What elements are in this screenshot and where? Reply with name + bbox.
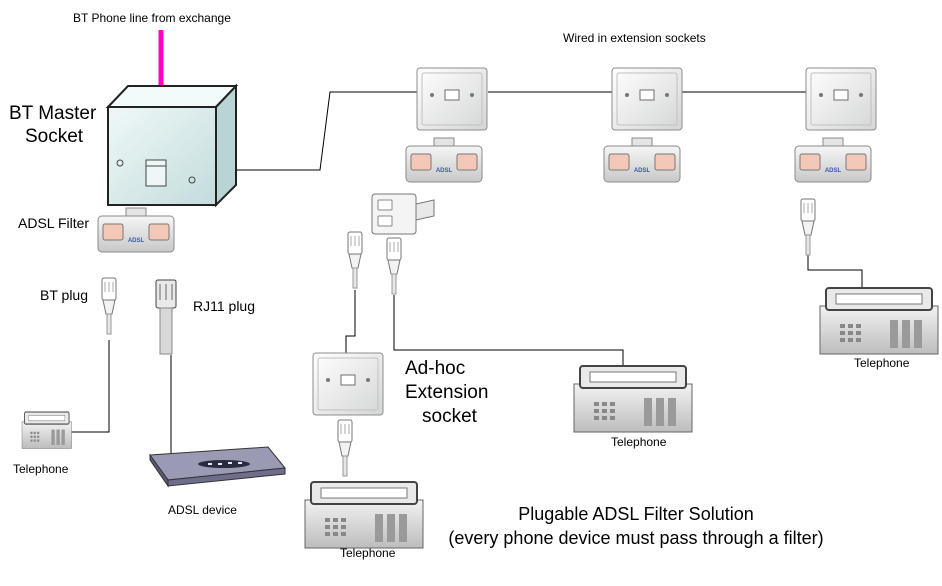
extension-socket-2 <box>611 67 683 131</box>
wire-master-to-extensions <box>222 91 420 171</box>
bt-plug-adhoc-right <box>386 237 402 295</box>
master-socket-label-line2: Socket <box>25 126 84 147</box>
adhoc-extension-socket <box>312 352 384 416</box>
solution-title-line1: Plugable ADSL Filter Solution <box>518 504 754 524</box>
adsl-filter-ext-2 <box>603 137 681 183</box>
wire-right-telephone <box>807 255 863 290</box>
telephone-bottom <box>304 481 424 549</box>
bt-plug-icon <box>101 277 117 335</box>
adhoc-label-line3: socket <box>422 406 477 427</box>
wire-telephone-left <box>68 340 110 433</box>
solution-title-line2: (every phone device must pass through a … <box>448 528 824 548</box>
adsl-filter-ext-1 <box>405 137 483 183</box>
adhoc-label-line2: Extension <box>405 382 489 403</box>
rj11-plug-icon <box>155 279 177 355</box>
adsl-filter-ext-3 <box>794 137 872 183</box>
adsl-device-label: ADSL device <box>168 503 237 517</box>
master-socket-label-line1: BT Master <box>9 103 97 124</box>
adsl-filter-label: ADSL Filter <box>18 215 90 231</box>
bt-line-label: BT Phone line from exchange <box>73 11 231 25</box>
telephone-bottom-label: Telephone <box>340 546 396 560</box>
wire-adhoc-socket <box>345 290 356 355</box>
bt-plug-adhoc-left <box>347 231 363 289</box>
telephone-middle-label: Telephone <box>611 435 667 449</box>
telephone-middle <box>573 365 693 433</box>
adhoc-label-line1: Ad-hoc <box>405 358 466 379</box>
master-socket <box>105 83 239 208</box>
extension-socket-3 <box>805 67 877 131</box>
bt-plug-adhoc-socket <box>337 419 353 477</box>
double-adaptor-icon <box>371 193 435 235</box>
telephone-left-label: Telephone <box>13 462 69 476</box>
bt-plug-label: BT plug <box>40 287 88 303</box>
adsl-device <box>149 446 286 488</box>
telephone-right-label: Telephone <box>854 356 910 370</box>
bt-plug-right <box>800 198 816 256</box>
extension-socket-1 <box>416 67 488 131</box>
wire-adhoc-telephone <box>393 295 624 370</box>
wired-extension-label: Wired in extension sockets <box>563 31 706 45</box>
telephone-right <box>819 287 939 355</box>
adsl-filter-master <box>97 207 175 253</box>
rj11-plug-label: RJ11 plug <box>193 298 256 314</box>
telephone-left <box>21 411 73 449</box>
